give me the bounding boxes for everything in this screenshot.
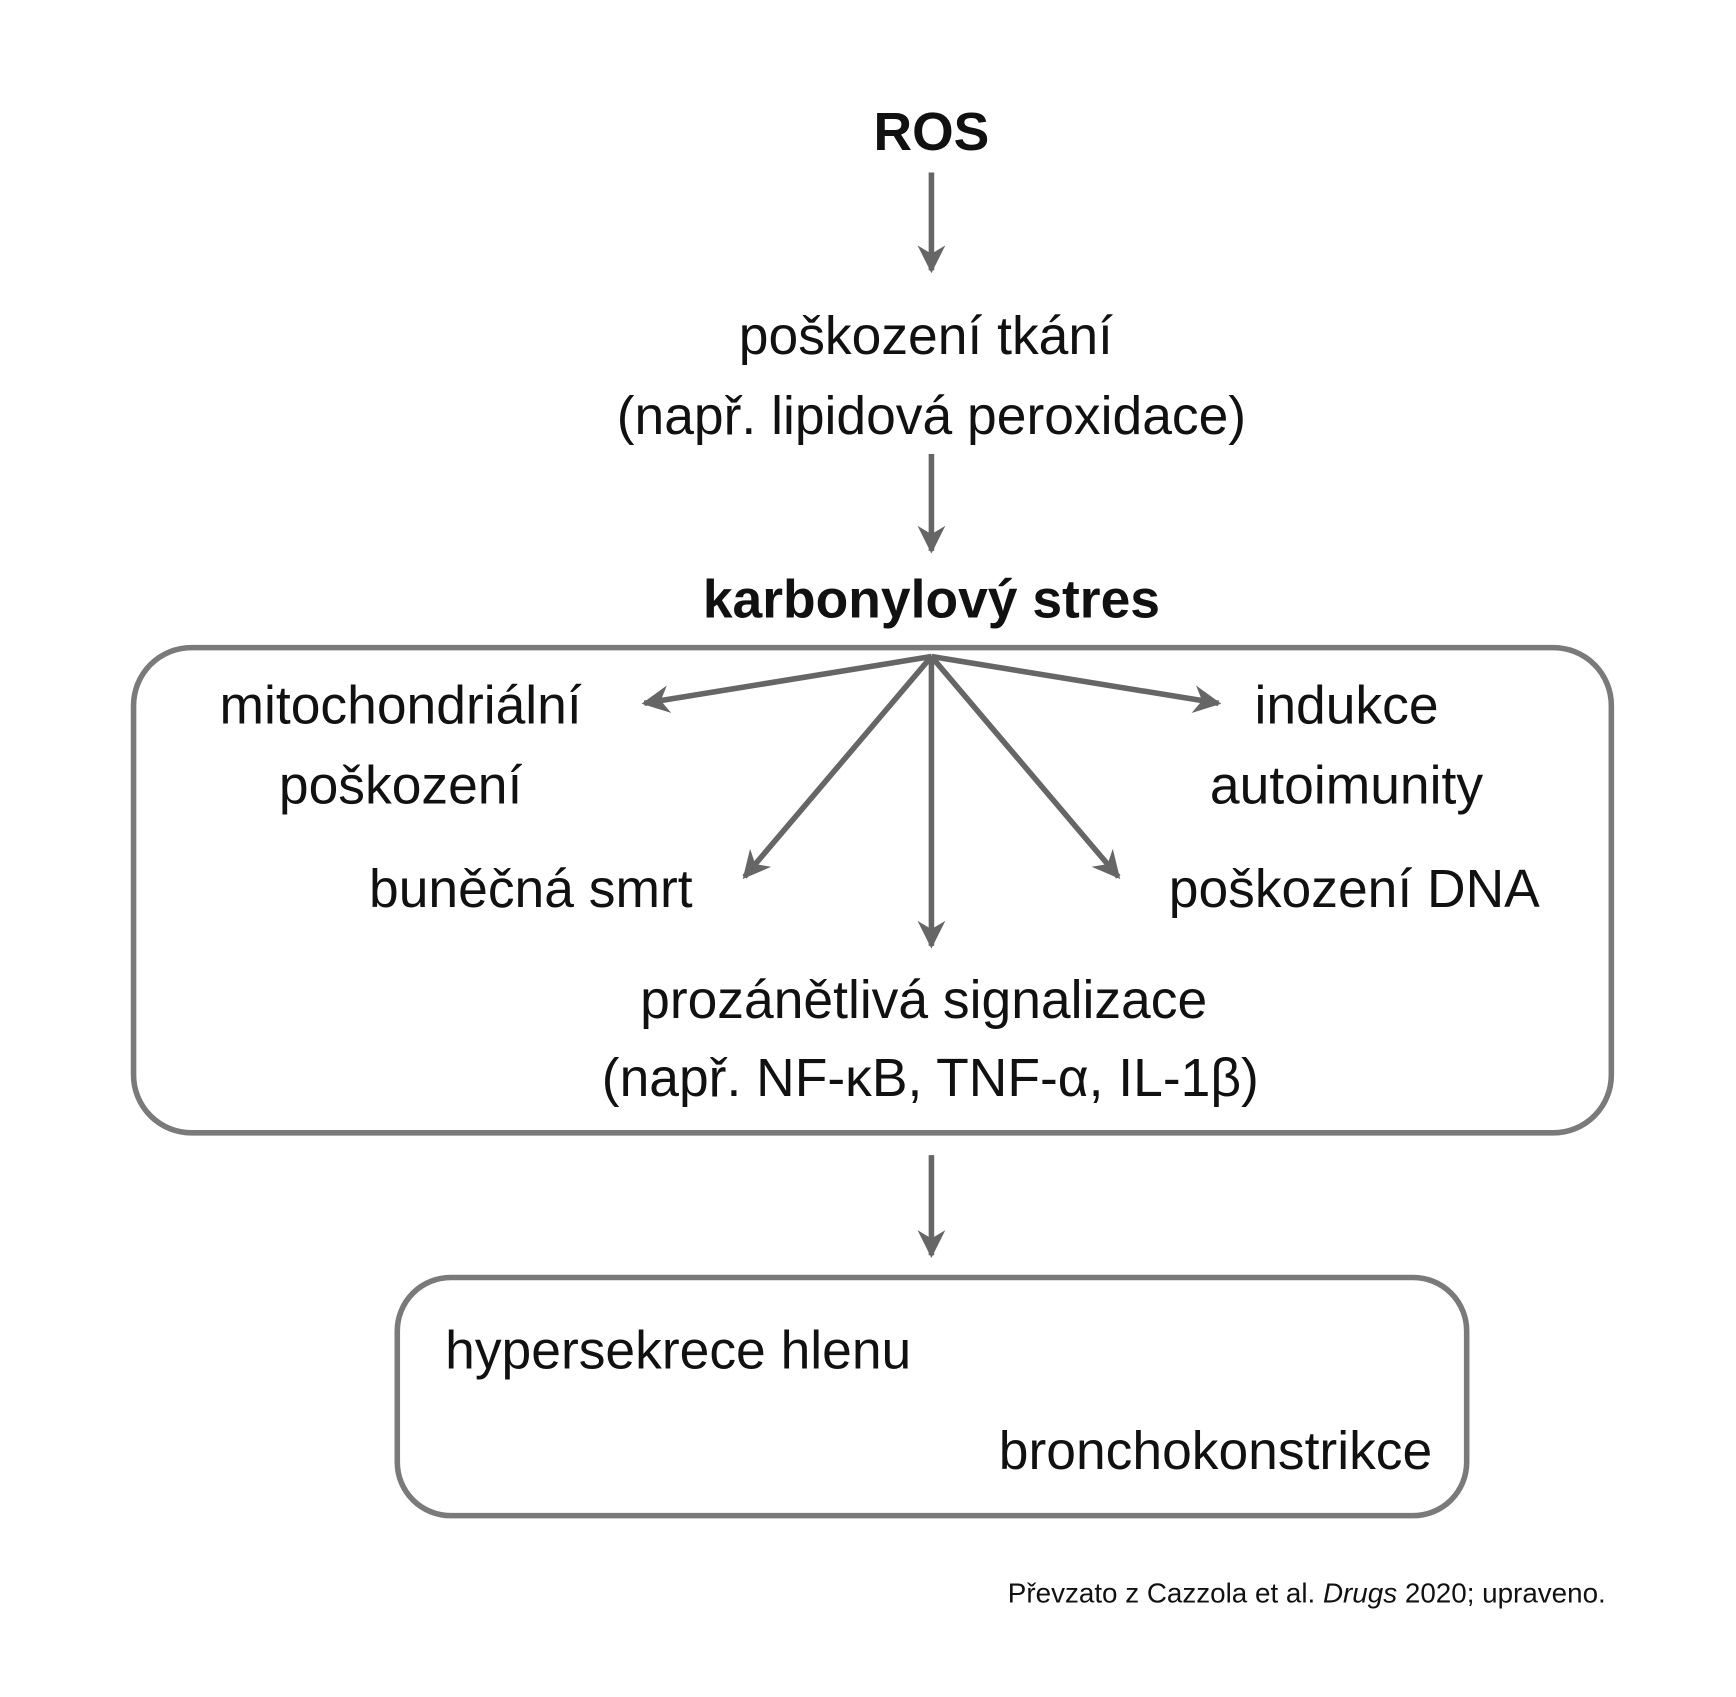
node-mito-line2: poškození: [279, 756, 523, 815]
arrow-to-mito: [641, 653, 932, 713]
arrow-to-cell-death: [742, 654, 934, 879]
node-proinflammatory-line1: prozánětlivá signalizace: [640, 971, 1207, 1030]
citation-suffix: 2020; upraveno.: [1397, 1577, 1606, 1608]
node-autoimmunity-line2: autoimunity: [1210, 756, 1483, 815]
node-dna-damage: poškození DNA: [1169, 860, 1540, 919]
node-bronchoconstriction: bronchokonstrikce: [999, 1422, 1432, 1481]
node-ros: ROS: [874, 103, 990, 162]
node-carbonyl-stress: karbonylový stres: [703, 571, 1160, 630]
node-mito-line1: mitochondriální: [220, 676, 582, 735]
node-proinflammatory-line2: (např. NF-κB, TNF-α, IL-1β): [602, 1049, 1259, 1108]
citation-prefix: Převzato z Cazzola et al.: [1008, 1577, 1323, 1608]
node-tissue-damage-line1: poškození tkání: [739, 307, 1113, 366]
node-autoimmunity-line1: indukce: [1254, 676, 1438, 735]
node-hypersecretion: hypersekrece hlenu: [445, 1322, 911, 1381]
node-cell-death: buněčná smrt: [369, 860, 693, 919]
outcomes-box: [394, 1274, 1470, 1519]
citation: Převzato z Cazzola et al. Drugs 2020; up…: [1008, 1577, 1606, 1608]
arrow-to-dna: [929, 654, 1121, 879]
arrow-to-autoimmunity: [930, 653, 1222, 713]
effects-box: [130, 644, 1615, 1136]
node-tissue-damage-line2: (např. lipidová peroxidace): [617, 387, 1246, 446]
citation-journal: Drugs: [1323, 1577, 1397, 1608]
